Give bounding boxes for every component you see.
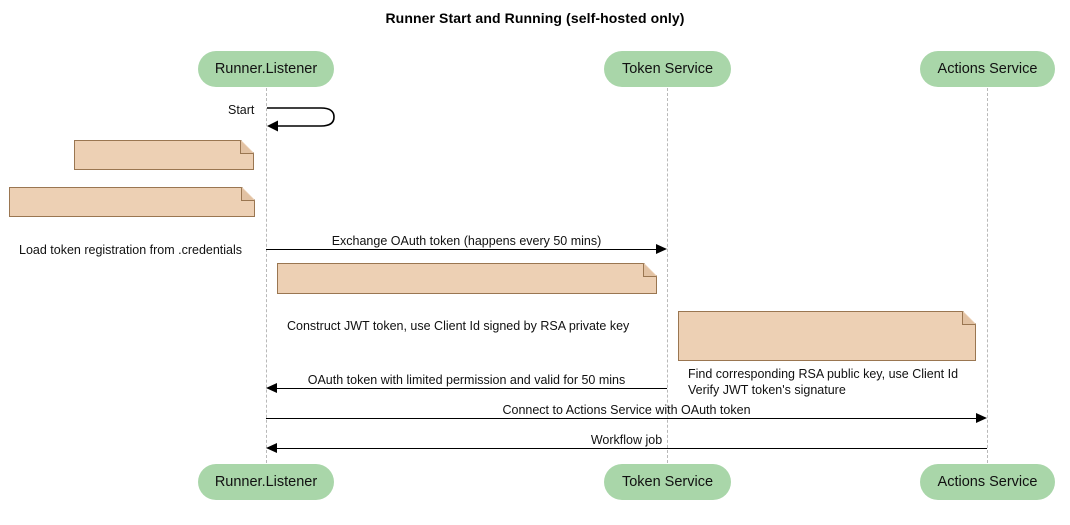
lifeline-token (667, 88, 668, 463)
participant-label: Token Service (621, 61, 714, 77)
arrowhead-left-icon (266, 383, 277, 393)
participant-runner-listener-top[interactable]: Runner.Listener (198, 51, 334, 87)
participant-label: Token Service (621, 474, 714, 490)
note-load-config: Load config info from .runner (74, 140, 254, 210)
note-text: Find corresponding RSA public key, use C… (688, 367, 959, 397)
note-text: Load token registration from .credential… (19, 243, 243, 257)
participant-label: Runner.Listener (214, 61, 318, 77)
message-label-oauth-token-reply: OAuth token with limited permission and … (307, 373, 626, 387)
participant-token-service-bottom[interactable]: Token Service (604, 464, 731, 500)
message-line-exchange-oauth (266, 249, 656, 250)
note-construct-jwt: Construct JWT token, use Client Id signe… (277, 263, 657, 333)
note-load-token-registration: Load token registration from .credential… (9, 187, 255, 257)
message-label-workflow-job: Workflow job (590, 433, 663, 447)
arrowhead-right-icon (656, 244, 667, 254)
participant-token-service-top[interactable]: Token Service (604, 51, 731, 87)
message-line-oauth-token-reply (277, 388, 667, 389)
arrowhead-left-icon (266, 443, 277, 453)
note-verify-jwt: Find corresponding RSA public key, use C… (678, 311, 976, 397)
participant-actions-service-top[interactable]: Actions Service (920, 51, 1055, 87)
participant-label: Runner.Listener (214, 474, 318, 490)
lifeline-runner (266, 88, 267, 463)
note-text: Construct JWT token, use Client Id signe… (287, 319, 630, 333)
message-line-workflow-job (277, 448, 987, 449)
participant-runner-listener-bottom[interactable]: Runner.Listener (198, 464, 334, 500)
participant-label: Actions Service (937, 474, 1038, 490)
page-title: Runner Start and Running (self-hosted on… (385, 10, 685, 26)
message-line-connect-actions (266, 418, 976, 419)
participant-label: Actions Service (937, 61, 1038, 77)
message-label-exchange-oauth: Exchange OAuth token (happens every 50 m… (331, 234, 602, 248)
participant-actions-service-bottom[interactable]: Actions Service (920, 464, 1055, 500)
message-start-self-loop (266, 104, 346, 141)
message-label-connect-actions: Connect to Actions Service with OAuth to… (502, 403, 751, 417)
arrowhead-right-icon (976, 413, 987, 423)
message-label-start: Start (228, 103, 255, 117)
lifeline-actions (987, 88, 988, 463)
